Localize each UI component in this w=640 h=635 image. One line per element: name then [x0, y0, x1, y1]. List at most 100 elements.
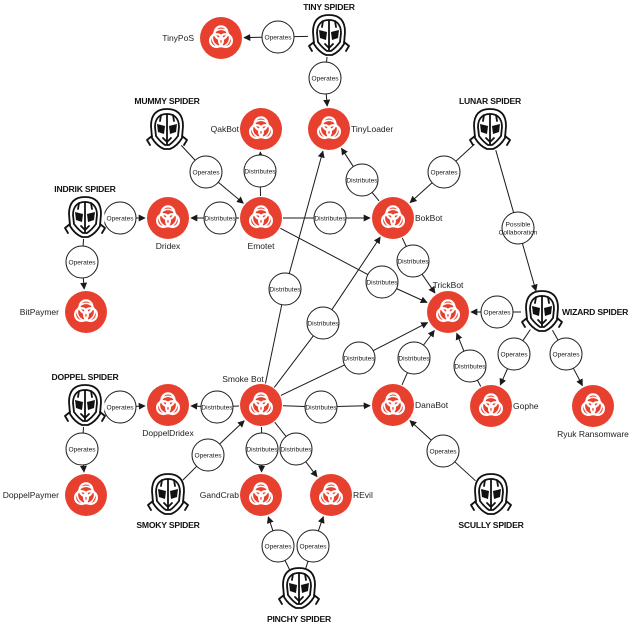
edge-line-smoky-to-smokebot: [183, 466, 197, 480]
edge-arrow-smokebot-to-danabot: [337, 406, 370, 407]
relationship-label: Operates: [264, 543, 292, 550]
relationship-node: Operates: [190, 156, 222, 188]
relationship-label: Operates: [552, 351, 580, 358]
actor-label: PINCHY SPIDER: [267, 614, 332, 624]
edge-arrow-pinchy-to-revil: [318, 517, 323, 531]
malware-node-dridex: Dridex: [147, 197, 189, 251]
actor-node-wizard: WIZARD SPIDER: [522, 291, 629, 332]
edge-line-smokebot-to-trickbot: [281, 365, 345, 396]
relationship-label: Operates: [106, 404, 134, 411]
relationship-node: Operates: [481, 296, 513, 328]
edge-line-scully-to-danabot: [455, 462, 476, 481]
relationship-label: Distributes: [454, 363, 486, 370]
actor-node-lunar: LUNAR SPIDER: [459, 96, 522, 150]
actor-label: TINY SPIDER: [303, 2, 356, 12]
malware-node-tinyloader: TinyLoader: [308, 108, 393, 150]
edge-arrow-smokebot-to-revil: [306, 462, 317, 477]
relationship-node: Operates: [104, 202, 136, 234]
edge-arrow-wizard-to-ryuk: [573, 368, 582, 385]
relationship-node: Distributes: [246, 433, 278, 465]
actor-label: SCULLY SPIDER: [458, 520, 524, 530]
actor-node-tiny: TINY SPIDER: [303, 2, 356, 56]
malware-node-revil: REvil: [310, 474, 373, 516]
relationship-label: Operates: [429, 448, 457, 455]
relationship-node: Operates: [262, 21, 294, 53]
malware-label: TrickBot: [433, 280, 464, 290]
relationship-node: Operates: [550, 338, 582, 370]
edge-arrow-scully-to-danabot: [410, 421, 431, 441]
relationship-label: Operates: [68, 446, 96, 453]
edge-line-gophe-to-trickbot: [477, 380, 480, 386]
relationship-node: Operates: [297, 530, 329, 562]
malware-label: TinyPoS: [162, 33, 194, 43]
relationship-label: Distributes: [280, 446, 312, 453]
relationship-label: Operates: [500, 351, 528, 358]
relationship-label: Operates: [299, 543, 327, 550]
edge-arrow-danabot-to-trickbot: [424, 330, 435, 345]
edge-arrow-emotet-to-trickbot: [397, 289, 427, 303]
malware-label: GandCrab: [200, 490, 239, 500]
malware-label: BitPaymer: [20, 307, 59, 317]
malware-node-qakbot: QakBot: [211, 108, 282, 150]
relationship-node: Operates: [262, 530, 294, 562]
relationship-node: Distributes: [397, 245, 429, 277]
relationship-node: Operates: [104, 391, 136, 423]
relationship-node: Distributes: [307, 307, 339, 339]
edge-arrow-lunar-to-bokbot: [410, 183, 432, 203]
malware-node-doppeldridex: DoppelDridex: [142, 384, 194, 438]
relationship-node: Operates: [66, 246, 98, 278]
relationship-label: Distributes: [246, 446, 278, 453]
relationship-label: Operates: [264, 34, 292, 41]
relationship-label: Operates: [194, 452, 222, 459]
relationship-label: Distributes: [307, 320, 339, 327]
malware-node-trickbot: TrickBot: [427, 280, 469, 333]
relationship-node: Distributes: [366, 266, 398, 298]
relationship-node: Operates: [428, 156, 460, 188]
malware-label: DoppelDridex: [142, 428, 194, 438]
malware-label: DoppelPaymer: [3, 490, 59, 500]
edge-line-pinchy-to-gandcrab: [285, 560, 290, 570]
malware-node-danabot: DanaBot: [372, 384, 449, 426]
relationship-label: Distributes: [201, 404, 233, 411]
edge-arrow-bokbot-to-tinyloader: [341, 148, 353, 166]
edge-arrow-gophe-to-trickbot: [457, 333, 464, 351]
relationship-node: Distributes: [305, 391, 337, 423]
malware-label: TinyLoader: [351, 124, 393, 134]
malware-label: Smoke Bot: [222, 374, 264, 384]
edge-arrow-wizard-to-gophe: [500, 369, 507, 385]
relationship-label: Distributes: [366, 279, 398, 286]
relationship-label: Operates: [192, 169, 220, 176]
relationship-node: Operates: [427, 435, 459, 467]
malware-label: DanaBot: [415, 400, 449, 410]
relationship-node: Distributes: [398, 342, 430, 374]
edge-line-mummy-to-emotet: [181, 145, 195, 160]
malware-label: Ryuk Ransomware: [557, 429, 629, 439]
relationship-label: Distributes: [305, 404, 337, 411]
malware-label: Dridex: [156, 241, 181, 251]
edge-line-lunar-to-bokbot: [456, 144, 475, 161]
edge-line-bokbot-to-trickbot: [402, 238, 406, 247]
relationship-label: Distributes: [204, 215, 236, 222]
relationship-node: Distributes: [204, 202, 236, 234]
malware-node-gandcrab: GandCrab: [200, 474, 282, 516]
relationship-label: Distributes: [397, 258, 429, 265]
edge-line-smokebot-to-revil: [275, 422, 286, 436]
relationship-label: Distributes: [314, 215, 346, 222]
actor-label: DOPPEL SPIDER: [52, 372, 120, 382]
edge-arrow-indrik-to-bitpaymer: [83, 278, 84, 289]
relationship-node: Operates: [192, 439, 224, 471]
relationship-label: Distributes: [346, 177, 378, 184]
malware-node-gophe: Gophe: [470, 385, 539, 427]
relationship-label: Operates: [68, 259, 96, 266]
relationship-label: Distributes: [398, 355, 430, 362]
edge-arrow-mummy-to-emotet: [218, 182, 243, 203]
relationship-node: Operates: [309, 62, 341, 94]
malware-node-emotet: Emotet: [240, 197, 282, 251]
malware-label: QakBot: [211, 124, 240, 134]
malware-label: Emotet: [248, 241, 276, 251]
relationship-label: Distributes: [244, 168, 276, 175]
relationship-node: Operates: [66, 433, 98, 465]
actor-label: SMOKY SPIDER: [136, 520, 200, 530]
